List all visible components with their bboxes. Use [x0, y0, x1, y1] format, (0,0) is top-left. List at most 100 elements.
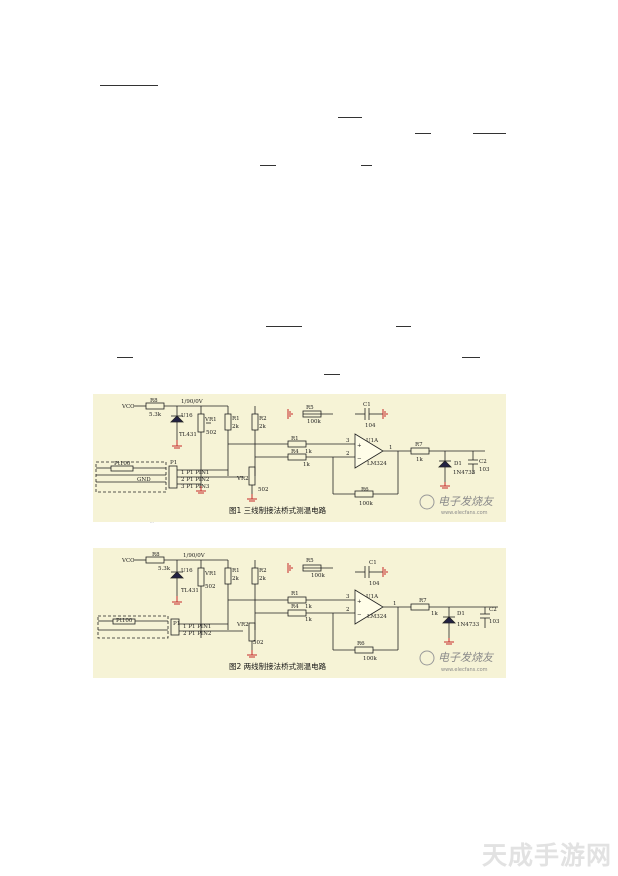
label-r1b: R1 [291, 436, 299, 442]
label-u16: U16 [181, 413, 193, 419]
label-r4: R4 [291, 449, 299, 455]
text-rule [473, 133, 506, 134]
label-r4-value: 1k [303, 462, 310, 468]
label-c1-value: 104 [369, 581, 380, 587]
label-r1: R1 [232, 568, 240, 574]
label-tl431: TL431 [181, 588, 199, 594]
label-r2-value: 2k [259, 576, 266, 582]
label-r4-value: 1k [305, 617, 312, 623]
label-r5: R5 [306, 405, 314, 411]
label-u1a: U1A [366, 594, 379, 600]
watermark-url: www.elecfans.com [441, 667, 488, 673]
label-r8-value: 5.3k [158, 566, 171, 572]
label-r1b: R1 [291, 591, 299, 597]
label-pin2: 2 [346, 451, 350, 457]
label-vr2: VR2 [236, 476, 249, 482]
text-rule [100, 85, 158, 86]
label-c1: C1 [363, 402, 371, 408]
label-minus: − [357, 456, 362, 462]
label-vr1-value: 502 [206, 430, 217, 436]
label-pin2: 2 [346, 607, 350, 613]
circuit-diagram-1: VCC R8 5.3k U16 TL431 1/90/0V VR1 502 R1… [95, 398, 495, 516]
label-r7: R7 [415, 442, 423, 448]
label-r2: R2 [259, 568, 267, 574]
label-d1-value: 1N4733 [453, 470, 476, 476]
label-d1: D1 [454, 461, 462, 467]
label-minus: − [357, 612, 362, 618]
label-gnd: GND [137, 477, 151, 483]
label-p1: P1 [173, 621, 180, 627]
label-p1-pin1: 1 P1 PIN1 [183, 624, 211, 630]
label-r8: R8 [152, 552, 160, 558]
label-pin3: 3 [346, 438, 350, 444]
label-r7: R7 [419, 598, 427, 604]
label-u16: U16 [181, 568, 193, 574]
label-c1-value: 104 [365, 423, 376, 429]
label-c1: C1 [369, 560, 377, 566]
site-watermark: 天成手游网 [481, 841, 612, 870]
label-p1-pin1: 1 P1 PIN1 [181, 470, 209, 476]
label-pin1: 1 [393, 601, 397, 607]
label-pin3: 3 [346, 594, 350, 600]
label-vr1: VR1 [204, 417, 217, 423]
label-plus: + [357, 599, 362, 605]
label-d1-value: 1N4733 [457, 622, 480, 628]
label-vr2-value: 502 [253, 640, 264, 646]
text-rule [338, 117, 362, 118]
text-rule [266, 326, 302, 327]
label-tl431: TL431 [179, 432, 197, 438]
label-vr1: VR1 [204, 571, 217, 577]
label-r7-value: 1k [416, 457, 423, 463]
text-rule [117, 357, 133, 358]
text-rule [260, 165, 276, 166]
label-vr1-value: 502 [205, 584, 216, 590]
text-rule [324, 374, 340, 375]
label-p1-pin2: 2 P1 PIN2 [183, 631, 211, 637]
text-rule [462, 357, 480, 358]
label-pin1: 1 [389, 445, 393, 451]
text-rule [361, 165, 372, 166]
figure-2-circuit: VCC R8 5.3k U16 TL431 1/90/0V VR1 502 R1… [93, 548, 506, 678]
label-r1-value: 2k [232, 576, 239, 582]
label-r1-value: 2k [232, 424, 239, 430]
figure-caption: 图1 三线制接法桥式测温电路 [229, 505, 327, 515]
text-rule [396, 326, 411, 327]
label-c2: C2 [489, 607, 497, 613]
label-vcc: VCC [121, 558, 134, 564]
label-u1a: U1A [366, 438, 379, 444]
label-vcc: VCC [121, 404, 134, 410]
label-lm324: LM324 [367, 614, 387, 620]
label-r6: R6 [361, 487, 369, 493]
label-r8: R8 [150, 398, 158, 404]
watermark-text: 电子发烧友 [438, 651, 495, 664]
label-p1-pin3: 3 P1 PIN3 [181, 484, 210, 490]
label-vref: 1/90/0V [183, 553, 206, 559]
label-r7-value: 1k [431, 611, 438, 617]
label-r6-value: 100k [363, 656, 377, 662]
label-r1b-value: 1k [305, 604, 312, 610]
label-pt100: Pt100 [114, 461, 131, 467]
label-r8-value: 5.3k [149, 412, 162, 418]
label-r5-value: 100k [311, 573, 325, 579]
label-r1b-value: 1k [305, 449, 312, 455]
label-r1: R1 [232, 416, 240, 422]
text-rule [415, 133, 431, 134]
watermark-text: 电子发烧友 [438, 495, 495, 508]
label-r5-value: 100k [307, 419, 321, 425]
label-c2: C2 [479, 459, 487, 465]
watermark-logo-icon [419, 650, 435, 666]
figure-1-circuit: VCC R8 5.3k U16 TL431 1/90/0V VR1 502 R1… [93, 394, 506, 522]
label-plus: + [357, 443, 362, 449]
watermark-url: www.elecfans.com [441, 510, 488, 516]
label-r6: R6 [357, 641, 365, 647]
label-d1: D1 [457, 611, 465, 617]
label-r4: R4 [291, 604, 299, 610]
circuit-diagram-2: VCC R8 5.3k U16 TL431 1/90/0V VR1 502 R1… [97, 552, 500, 673]
label-vr2: VR2 [236, 622, 249, 628]
label-r2: R2 [259, 416, 267, 422]
label-vr2-value: 502 [258, 487, 269, 493]
label-p1: P1 [170, 460, 177, 466]
label-r2-value: 2k [259, 424, 266, 430]
watermark-logo-icon [419, 494, 435, 510]
label-c2-value: 103 [489, 619, 500, 625]
